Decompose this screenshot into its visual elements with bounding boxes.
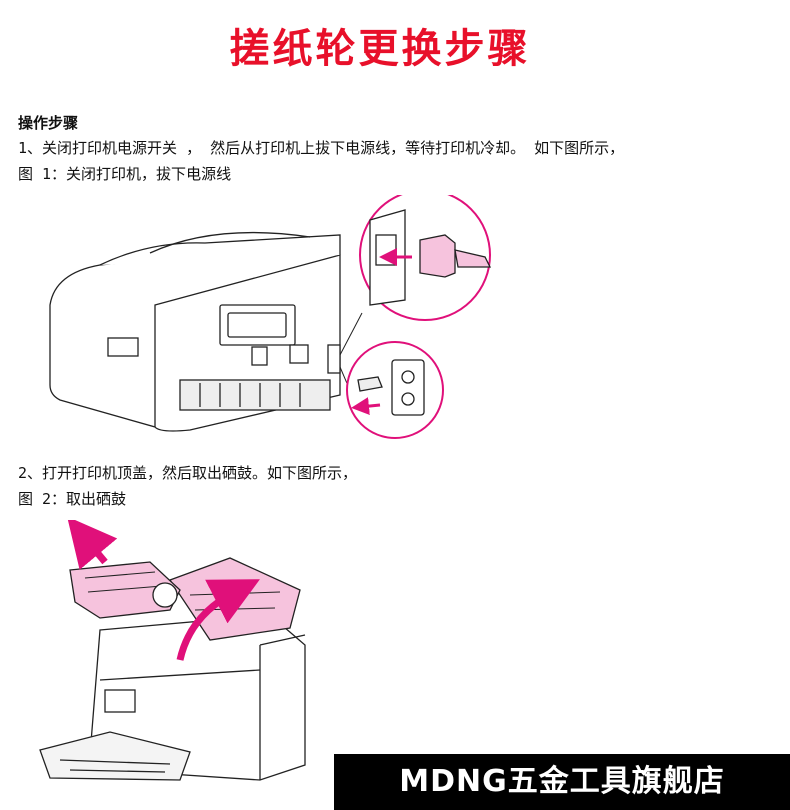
page-title: 搓纸轮更换步骤 <box>229 26 531 72</box>
figure2-caption: 图 2：取出硒鼓 <box>18 490 127 508</box>
section-heading: 操作步骤 <box>18 114 79 132</box>
step2-text: 2、打开打印机顶盖，然后取出硒鼓。如下图所示， <box>18 464 358 482</box>
step1-text: 1、关闭打印机电源开关 ， 然后从打印机上拔下电源线，等待打印机冷却。 如下图所… <box>18 139 625 157</box>
figure1-caption: 图 1：关闭打印机，拔下电源线 <box>18 165 232 183</box>
printer-unplug-illustration <box>49 195 492 439</box>
store-watermark: MDNG五金工具旗舰店 <box>334 754 790 810</box>
toner-removal-illustration <box>39 520 306 781</box>
